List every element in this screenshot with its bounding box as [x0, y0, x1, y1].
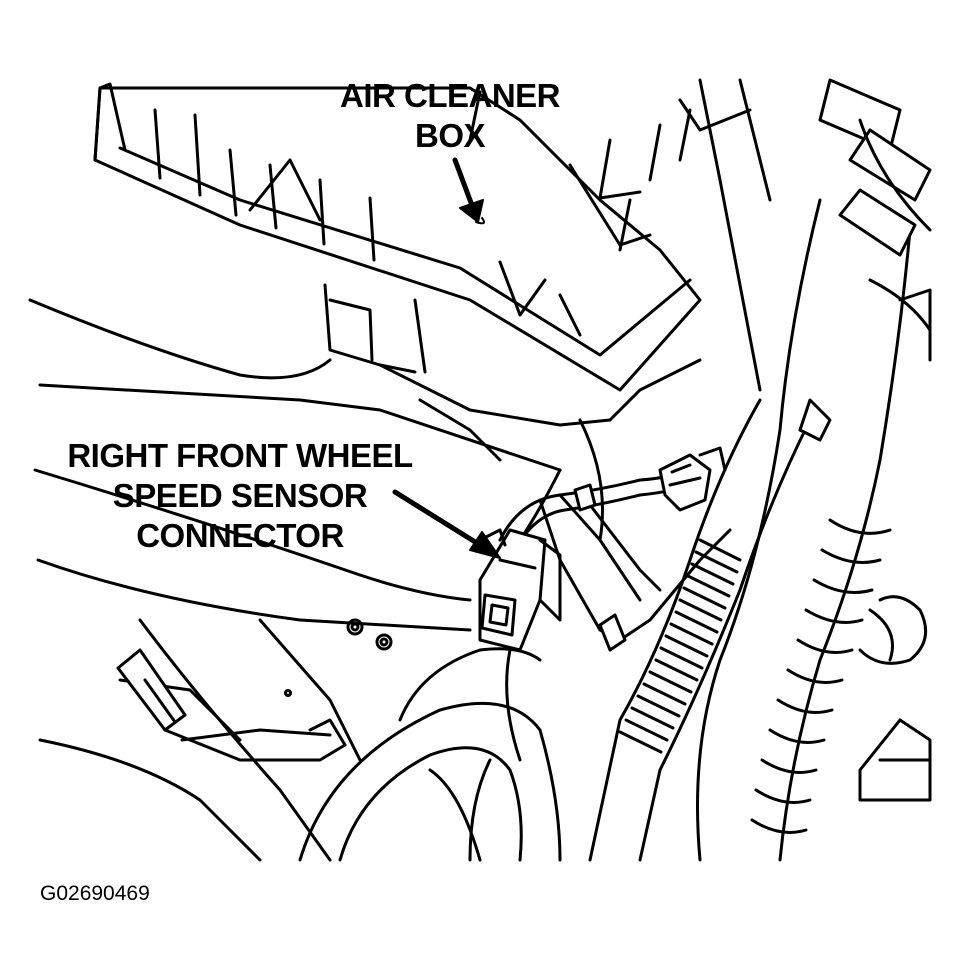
sensor-label-line-2: SPEED SENSOR: [112, 477, 368, 514]
right-convoluted-hose: [696, 198, 912, 862]
mounting-bracket: [116, 648, 347, 762]
air-cleaner-leader-arrow: [452, 157, 485, 225]
air-cleaner-box: [93, 82, 702, 427]
connector-leader-arrow: [392, 489, 501, 559]
upper-right-hoses: [678, 78, 932, 442]
right-engine-components: [858, 595, 932, 802]
harness-connector-top: [573, 446, 727, 652]
air-cleaner-label-line-1: AIR CLEANER: [339, 77, 561, 114]
air-cleaner-label-line-2: BOX: [414, 117, 486, 154]
speed-sensor-connector: [478, 528, 562, 652]
inner-fender-panel: [28, 298, 604, 862]
figure-id: G02690469: [40, 882, 150, 905]
sensor-label-line-3: CONNECTOR: [136, 517, 344, 554]
sensor-label-line-1: RIGHT FRONT WHEEL: [67, 437, 413, 474]
air-cleaner-box-label: AIR CLEANER BOX: [310, 76, 590, 156]
lower-hoses: [298, 647, 562, 862]
wheel-speed-sensor-connector-label: RIGHT FRONT WHEEL SPEED SENSOR CONNECTOR: [30, 436, 450, 556]
